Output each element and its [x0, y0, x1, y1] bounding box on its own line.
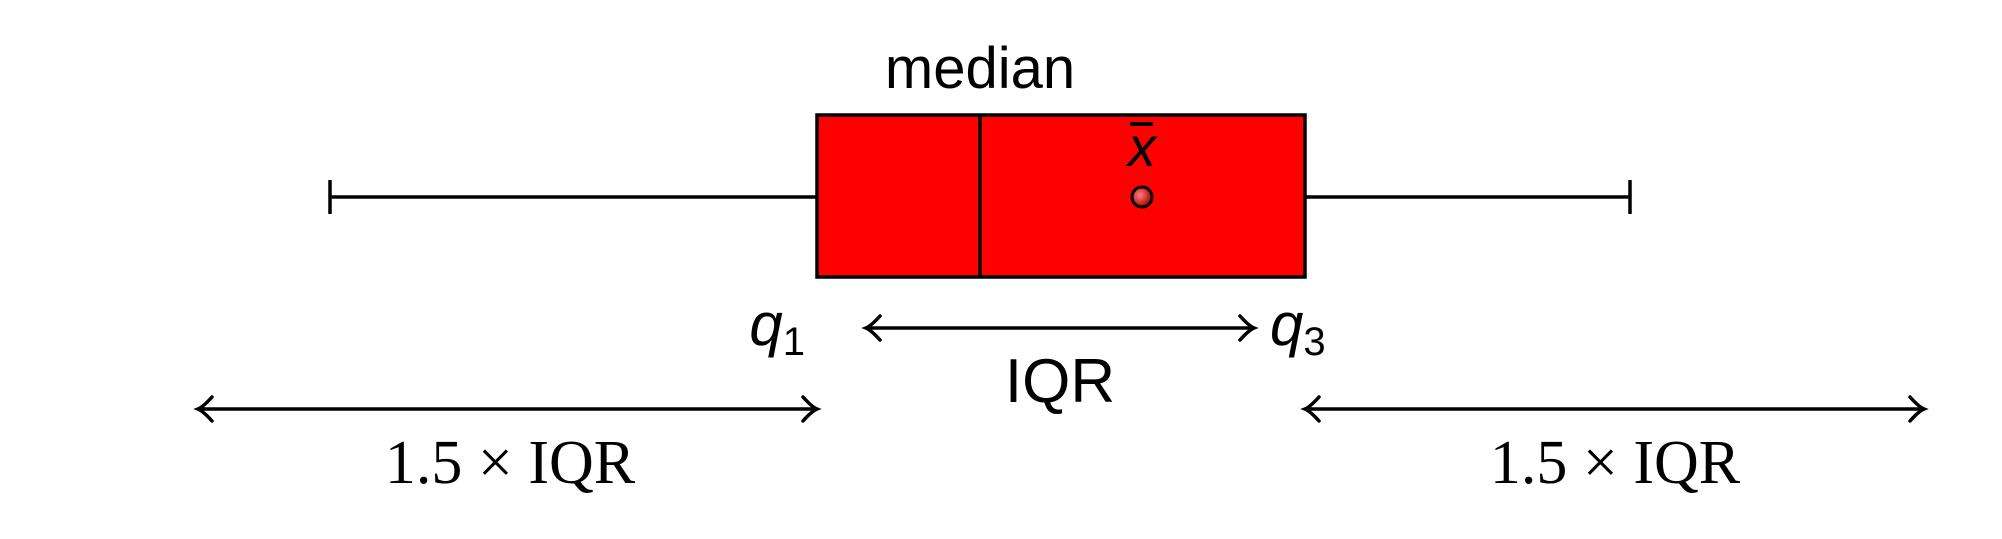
whiskers: [328, 180, 1632, 214]
q1-subscript: 1: [783, 320, 805, 364]
right-fence-arrow-head-right: [1908, 395, 1929, 423]
left-fence-arrow: [193, 395, 822, 423]
iqr-arrow: [861, 314, 1259, 342]
iqr-box: [815, 113, 1307, 279]
left-fence-label: 1.5 × IQR: [385, 429, 636, 497]
median-label: median: [885, 36, 1075, 101]
right-fence-arrow-head-left: [1300, 395, 1321, 423]
mean-marker: [1130, 185, 1154, 209]
q1-letter: q: [749, 291, 782, 358]
left-fence-arrow-head-left: [193, 395, 214, 423]
q1-label: q1: [749, 291, 805, 364]
right-fence-label: 1.5 × IQR: [1490, 429, 1741, 497]
iqr-label: IQR: [1005, 347, 1115, 416]
q3-letter: q: [1270, 291, 1303, 358]
iqr-arrow-head-left: [861, 314, 882, 342]
right-fence-arrow: [1300, 395, 1929, 423]
q3-label: q3: [1270, 291, 1326, 364]
q3-subscript: 3: [1303, 320, 1325, 364]
left-fence-arrow-head-right: [801, 395, 822, 423]
iqr-arrow-head-right: [1238, 314, 1259, 342]
